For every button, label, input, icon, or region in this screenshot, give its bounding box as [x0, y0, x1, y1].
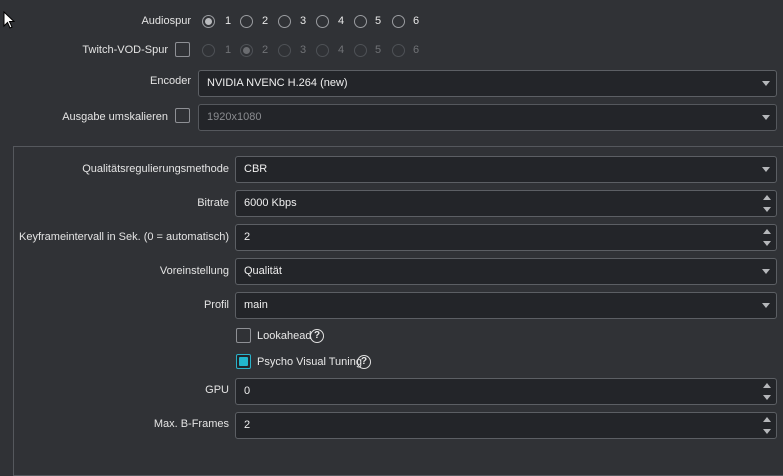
help-icon[interactable]: ? — [310, 329, 324, 343]
radio-label: 2 — [262, 15, 269, 27]
rescale-label: Ausgabe umskalieren — [62, 111, 168, 123]
lookahead-checkbox[interactable] — [236, 328, 251, 343]
bitrate-spinbox[interactable]: 6000 Kbps — [235, 190, 777, 217]
keyframe-value: 2 — [244, 231, 251, 243]
help-icon[interactable]: ? — [357, 355, 371, 369]
bframes-value: 2 — [244, 419, 251, 431]
twitch-vod-radio-6[interactable] — [392, 44, 405, 57]
radio-label: 5 — [375, 44, 382, 56]
twitch-vod-label: Twitch-VOD-Spur — [82, 44, 168, 56]
twitch-vod-radio-4[interactable] — [316, 44, 329, 57]
audio-track-radio-4[interactable] — [316, 15, 329, 28]
spin-up-icon[interactable] — [763, 195, 771, 200]
spin-up-icon[interactable] — [763, 417, 771, 422]
preset-select[interactable]: Qualität — [235, 258, 777, 285]
twitch-vod-radio-1[interactable] — [202, 44, 215, 57]
audio-track-radio-3[interactable] — [278, 15, 291, 28]
preset-label: Voreinstellung — [159, 265, 229, 277]
chevron-down-icon — [762, 269, 770, 274]
chevron-down-icon — [762, 303, 770, 308]
spin-down-icon[interactable] — [763, 395, 771, 400]
gpu-label: GPU — [205, 384, 229, 396]
bitrate-value: 6000 Kbps — [244, 197, 297, 209]
spin-down-icon[interactable] — [763, 207, 771, 212]
bframes-label: Max. B-Frames — [153, 418, 229, 430]
chevron-down-icon — [762, 167, 770, 172]
radio-label: 6 — [413, 15, 420, 27]
audio-track-radio-5[interactable] — [354, 15, 367, 28]
lookahead-label: Lookahead — [257, 330, 312, 342]
spin-up-icon[interactable] — [763, 229, 771, 234]
profile-value: main — [244, 299, 268, 311]
radio-label: 4 — [338, 15, 345, 27]
encoder-value: NVIDIA NVENC H.264 (new) — [207, 77, 348, 89]
rescale-select[interactable]: 1920x1080 — [198, 104, 777, 131]
spin-down-icon[interactable] — [763, 429, 771, 434]
rescale-checkbox[interactable] — [175, 108, 190, 123]
bframes-spinbox[interactable]: 2 — [235, 412, 777, 439]
encoder-label: Encoder — [150, 75, 191, 87]
radio-label: 4 — [338, 44, 345, 56]
preset-value: Qualität — [244, 265, 282, 277]
bitrate-label: Bitrate — [197, 197, 229, 209]
audio-track-radio-2[interactable] — [240, 15, 253, 28]
twitch-vod-radio-5[interactable] — [354, 44, 367, 57]
profile-label: Profil — [203, 299, 229, 311]
psycho-visual-tuning-checkbox[interactable] — [236, 354, 251, 369]
spin-up-icon[interactable] — [763, 383, 771, 388]
keyframe-label: Keyframeintervall in Sek. (0 = automatis… — [18, 231, 229, 243]
rate-control-label: Qualitätsregulierungsmethode — [82, 163, 229, 175]
rate-control-select[interactable]: CBR — [235, 156, 777, 183]
radio-label: 3 — [300, 15, 307, 27]
audio-track-radio-6[interactable] — [392, 15, 405, 28]
radio-label: 1 — [225, 15, 232, 27]
mouse-cursor-icon — [3, 11, 15, 29]
psycho-visual-tuning-label: Psycho Visual Tuning — [257, 356, 362, 368]
radio-label: 6 — [413, 44, 420, 56]
rescale-value: 1920x1080 — [207, 111, 262, 123]
keyframe-spinbox[interactable]: 2 — [235, 224, 777, 251]
profile-select[interactable]: main — [235, 292, 777, 319]
gpu-value: 0 — [244, 385, 251, 397]
radio-label: 5 — [375, 15, 382, 27]
twitch-vod-checkbox[interactable] — [175, 42, 190, 57]
radio-label: 2 — [262, 44, 269, 56]
encoder-select[interactable]: NVIDIA NVENC H.264 (new) — [198, 70, 777, 97]
twitch-vod-radio-3[interactable] — [278, 44, 291, 57]
audio-track-label: Audiospur — [141, 15, 191, 27]
chevron-down-icon — [762, 115, 770, 120]
spin-down-icon[interactable] — [763, 241, 771, 246]
gpu-spinbox[interactable]: 0 — [235, 378, 777, 405]
radio-label: 3 — [300, 44, 307, 56]
radio-label: 1 — [225, 44, 232, 56]
audio-track-radio-1[interactable] — [202, 15, 215, 28]
rate-control-value: CBR — [244, 163, 268, 175]
chevron-down-icon — [762, 81, 770, 86]
twitch-vod-radio-2[interactable] — [240, 44, 253, 57]
